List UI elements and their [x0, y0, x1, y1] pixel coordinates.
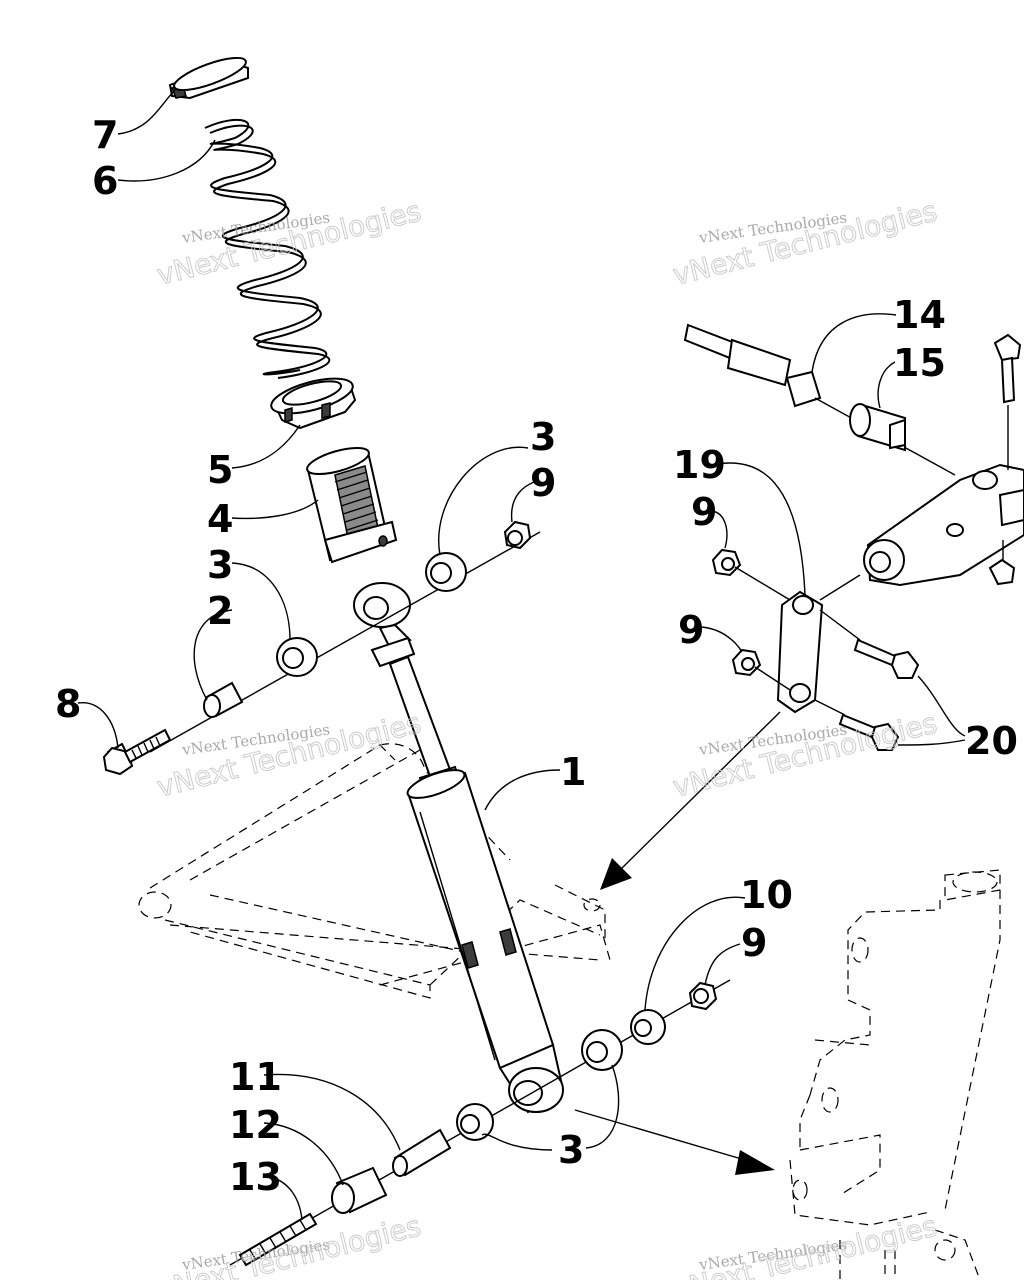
sway-bar-link-assembly — [683, 323, 1024, 751]
callout-9-upper: 9 — [530, 461, 556, 505]
callout-9-lower: 9 — [741, 921, 767, 965]
threaded-collar — [306, 446, 398, 564]
spring-retainer-cap — [168, 56, 249, 100]
callout-labels: 7 6 5 4 3 2 8 3 9 1 14 15 19 9 9 20 10 9… — [55, 113, 1018, 1199]
leader-lines — [77, 89, 966, 1221]
spring-seat — [270, 377, 357, 430]
arrows — [574, 711, 781, 1175]
callout-10: 10 — [740, 873, 793, 917]
callout-19: 19 — [673, 443, 726, 487]
shock-absorber — [353, 582, 564, 1114]
coil-spring — [204, 119, 331, 379]
callout-13: 13 — [229, 1155, 282, 1199]
svg-text:vNext Technologies: vNext Technologies — [154, 1209, 425, 1280]
callout-1: 1 — [560, 750, 586, 794]
callout-7: 7 — [92, 113, 118, 157]
upper-mount-hardware — [102, 520, 541, 776]
callout-2: 2 — [207, 589, 233, 633]
callout-20: 20 — [965, 719, 1018, 763]
callout-9-link-bottom: 9 — [678, 608, 704, 652]
callout-4: 4 — [207, 497, 233, 541]
callout-8: 8 — [55, 682, 81, 726]
callout-9-link-top: 9 — [691, 490, 717, 534]
callout-5: 5 — [207, 448, 233, 492]
callout-12: 12 — [229, 1103, 282, 1147]
callout-15: 15 — [893, 341, 946, 385]
callout-3-upper-right: 3 — [530, 415, 556, 459]
callout-3-lower: 3 — [558, 1128, 584, 1172]
a-arm-dashed — [138, 743, 611, 999]
lower-mount-hardware — [229, 979, 731, 1267]
callout-11: 11 — [229, 1055, 282, 1099]
svg-text:vNext Technologies: vNext Technologies — [670, 1209, 941, 1280]
spindle-dashed — [789, 869, 1001, 1280]
callout-3-upper-left: 3 — [207, 543, 233, 587]
callout-14: 14 — [893, 293, 946, 337]
callout-6: 6 — [92, 159, 118, 203]
